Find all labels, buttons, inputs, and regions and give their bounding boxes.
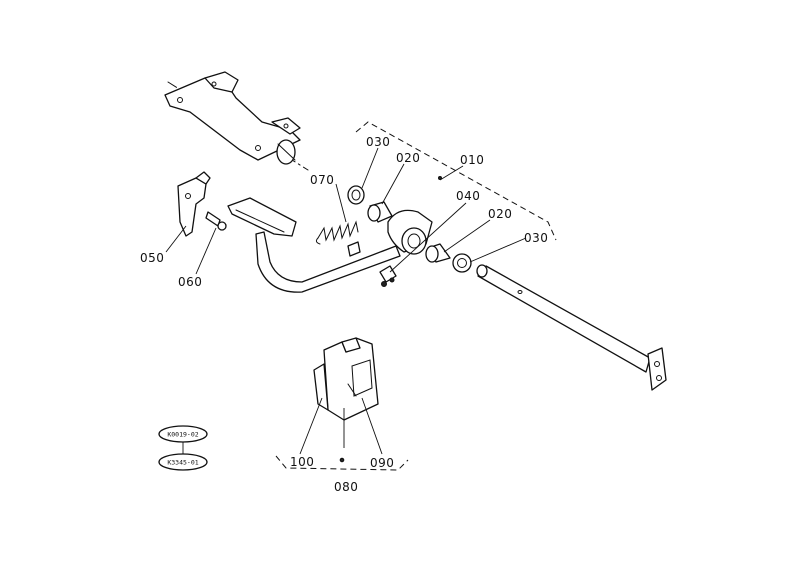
stopper-bracket-050	[177, 171, 211, 237]
pad-rubber-100	[313, 363, 329, 411]
bushing-020-right	[425, 243, 451, 263]
callout-010: 010	[460, 153, 484, 167]
callout-090: 090	[370, 456, 394, 470]
group-bracket-080	[275, 455, 409, 471]
spring-070	[315, 220, 359, 245]
reference-text-1: K0019-02	[167, 431, 198, 439]
group-dot-080	[339, 457, 345, 463]
mounting-bracket	[164, 71, 309, 171]
washer-030-right	[452, 253, 472, 273]
reference-tag-1	[158, 425, 208, 443]
callout-070: 070	[310, 173, 334, 187]
pedal-pad-090	[323, 337, 379, 421]
callout-050: 050	[140, 251, 164, 265]
reference-tag-2	[158, 453, 208, 471]
grease-fitting-040	[379, 265, 397, 287]
callout-020-left: 020	[396, 151, 420, 165]
callout-030-right: 030	[524, 231, 548, 245]
callout-020-right: 020	[488, 207, 512, 221]
callout-080: 080	[334, 480, 358, 494]
pedal-shaft	[476, 264, 667, 391]
group-bracket-010	[355, 121, 557, 241]
callout-060: 060	[178, 275, 202, 289]
reference-text-2: K3345-01	[167, 459, 198, 467]
pedal-arm	[227, 197, 433, 293]
leader-lines	[165, 147, 527, 455]
reference-tags: K0019-02 K3345-01	[158, 425, 208, 471]
callout-100: 100	[290, 455, 314, 469]
callout-030-left: 030	[366, 135, 390, 149]
bolt-060	[205, 211, 227, 231]
callout-040: 040	[456, 189, 480, 203]
washer-030-left	[347, 185, 365, 205]
bushing-020-left	[367, 201, 393, 223]
